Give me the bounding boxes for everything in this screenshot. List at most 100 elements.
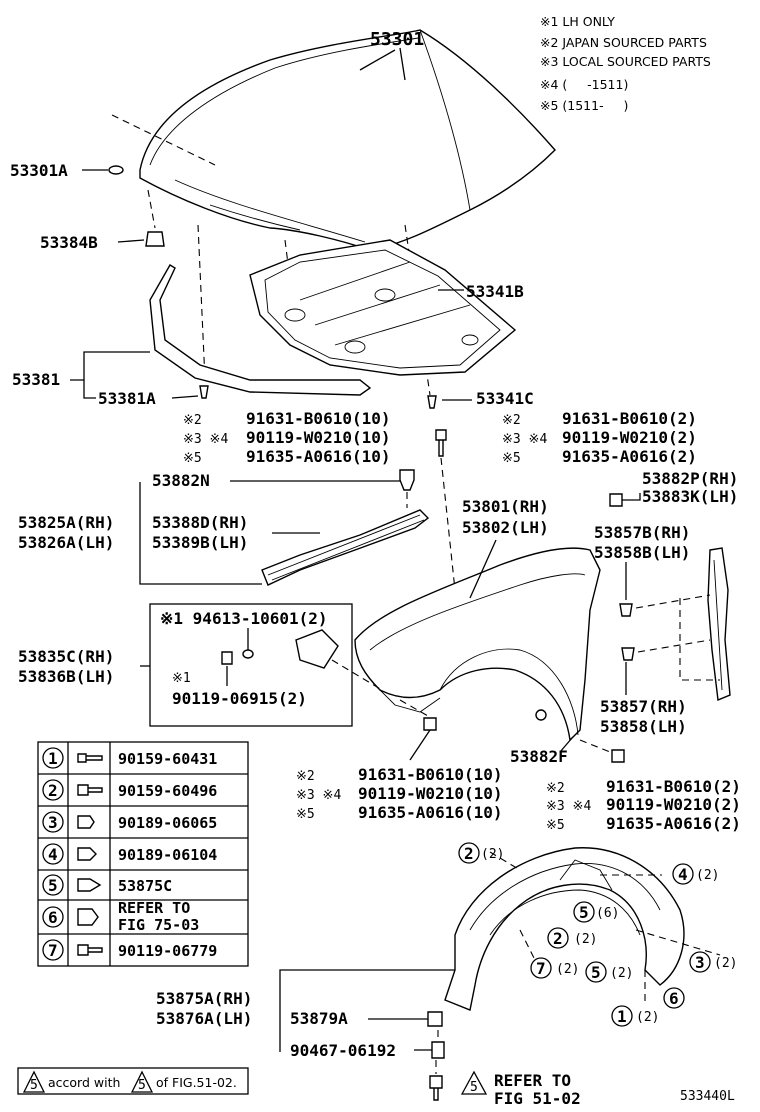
- label-fender-rh: 53801(RH): [462, 497, 549, 516]
- label-bracket-lh: 53858B(LH): [594, 543, 690, 562]
- liner-callout: 2 (2): [547, 927, 597, 949]
- label-clip-rh: 53882P(RH): [642, 469, 738, 488]
- refer-triangle-num: 5: [470, 1080, 478, 1095]
- bolt-icon: [435, 429, 447, 457]
- label-liner-screw: 90467-06192: [290, 1041, 396, 1060]
- side-bracket-icon: [707, 547, 731, 702]
- label-side-lh: 53858(LH): [600, 717, 687, 736]
- sub-bracket-note-mark: ※1: [172, 671, 191, 686]
- legend-part: 90189-06104: [118, 846, 217, 864]
- callout-qty: (2): [636, 1010, 659, 1025]
- refer-triangle-icon: [460, 1070, 488, 1095]
- bolt-mark-3: ※5: [546, 818, 565, 833]
- sub-bracket-note-2: 90119-06915(2): [172, 689, 307, 708]
- label-liner-lh: 53876A(LH): [156, 1009, 252, 1028]
- label-side-rh: 53857(RH): [600, 697, 687, 716]
- legend-part: 90189-06065: [118, 814, 217, 832]
- callout-num: 2: [464, 844, 474, 863]
- callout-num: 2: [553, 929, 563, 948]
- bolt-part: 91635-A0616(2): [562, 447, 697, 466]
- bolt-part: 90119-W0210(10): [246, 428, 391, 447]
- bolt-part: 90119-W0210(2): [562, 428, 697, 447]
- liner-callout: 5 (2): [585, 961, 633, 983]
- label-seal2-rh: 53388D(RH): [152, 513, 248, 532]
- footer-tri-num: 5: [30, 1078, 38, 1093]
- callout-num: 7: [536, 959, 546, 978]
- bolt-icon: [221, 651, 233, 665]
- fender-liner-drawing: [444, 847, 685, 1011]
- bolt-mark-1: ※2: [546, 781, 565, 796]
- callout-qty: (2): [556, 962, 579, 977]
- footer-tri-num-2: 5: [138, 1078, 146, 1093]
- legend-num: 6: [48, 908, 58, 927]
- liner-callout: 3 (2): [689, 951, 737, 973]
- label-hood: 53301: [370, 29, 424, 50]
- liner-clip-icon: [427, 1011, 443, 1027]
- bracket-clip-icon-2: [621, 647, 635, 661]
- label-sub-bracket-rh: 53835C(RH): [18, 647, 114, 666]
- bolt-mark-2: ※3 ※4: [183, 432, 228, 447]
- liner-callout: 4 (2): [672, 863, 719, 885]
- seal-clip-icon: [199, 385, 209, 399]
- callout-num: 4: [678, 865, 688, 884]
- liner-callouts: 2 (2) 4 (2) 5 (6) 2 (2) 7 (2) 5 (2): [458, 842, 737, 1027]
- legend-part: 90159-60496: [118, 782, 217, 800]
- bolt-icon: [429, 1075, 443, 1101]
- bolt-group-bot-mid: ※2 ※3 ※4 ※5 91631-B0610(10) 90119-W0210(…: [296, 765, 503, 822]
- legend-row: 1 90159-60431: [42, 747, 217, 769]
- legend-num: 1: [48, 749, 58, 768]
- label-seal-rh: 53825A(RH): [18, 513, 114, 532]
- footer-triangle-icon-2: [130, 1070, 154, 1093]
- sub-bracket-box: [149, 603, 353, 727]
- label-seal2-lh: 53389B(LH): [152, 533, 248, 552]
- bolt-part: 91631-B0610(2): [562, 409, 697, 428]
- callout-num: 5: [591, 963, 601, 982]
- bolt-part: 91635-A0616(2): [606, 814, 741, 833]
- callout-qty: (2): [696, 868, 719, 883]
- legend-num: 7: [48, 941, 58, 960]
- legend-row: 3 90189-06065: [42, 811, 217, 833]
- bolt-mark-3: ※5: [502, 451, 521, 466]
- label-hood-seal-clip: 53381A: [98, 389, 156, 408]
- callout-qty: (2): [574, 932, 597, 947]
- liner-callout: 1 (2): [611, 1005, 659, 1027]
- note-3: ※3 LOCAL SOURCED PARTS: [540, 54, 711, 69]
- legend-row: 2 90159-60496: [42, 779, 217, 801]
- label-sub-bracket-lh: 53836B(LH): [18, 667, 114, 686]
- footer-note-text-2: of FIG.51-02.: [156, 1075, 237, 1090]
- label-liner-rh: 53875A(RH): [156, 989, 252, 1008]
- clip-icon: [77, 878, 102, 892]
- sub-bracket-icon: [295, 629, 339, 669]
- callout-num: 1: [617, 1007, 627, 1026]
- cap-53882f-icon: [535, 709, 547, 721]
- legend-row: 7 90119-06779: [42, 939, 217, 961]
- callout-qty: (2): [481, 847, 504, 862]
- bolt-part: 91635-A0616(10): [358, 803, 503, 822]
- fender-drawing: [354, 547, 601, 742]
- label-refer-a: REFER TO: [494, 1071, 571, 1090]
- liner-callout: 6: [663, 987, 685, 1009]
- fastener-legend: 1 90159-60431 2 90159-60496 3 90189-0606…: [37, 741, 249, 967]
- bolt-part: 91631-B0610(10): [358, 765, 503, 784]
- footer-triangle-icon: [22, 1070, 46, 1093]
- diagram-code: 533440L: [680, 1089, 735, 1104]
- bolt-mark-3: ※5: [296, 807, 315, 822]
- clip-53882n-icon: [399, 469, 415, 491]
- bolt-part: 91631-B0610(10): [246, 409, 391, 428]
- callout-qty: (6): [596, 906, 619, 921]
- bolt-icon: [77, 753, 103, 763]
- hood-insulator-drawing: [249, 239, 517, 376]
- label-hood-seal: 53381: [12, 370, 60, 389]
- label-bracket-rh: 53857B(RH): [594, 523, 690, 542]
- clip-icon: [77, 815, 95, 829]
- bolt-group-top-mid: ※2 ※3 ※4 ※5 91631-B0610(10) 90119-W0210(…: [183, 409, 391, 466]
- label-hood-cap: 53301A: [10, 161, 68, 180]
- legend-num: 3: [48, 813, 58, 832]
- note-2: ※2 JAPAN SOURCED PARTS: [540, 35, 707, 50]
- legend-num: 4: [48, 845, 58, 864]
- bolt-mark-1: ※2: [502, 413, 521, 428]
- label-clip-53882n: 53882N: [152, 471, 210, 490]
- cushion-icon: [145, 231, 165, 247]
- hood-seal-icon: [149, 264, 372, 396]
